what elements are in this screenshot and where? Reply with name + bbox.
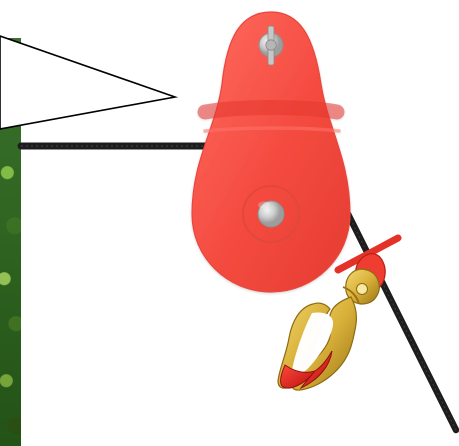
right-cable (348, 214, 456, 430)
carabiner-clip (278, 287, 359, 390)
speech-callout (0, 36, 175, 129)
